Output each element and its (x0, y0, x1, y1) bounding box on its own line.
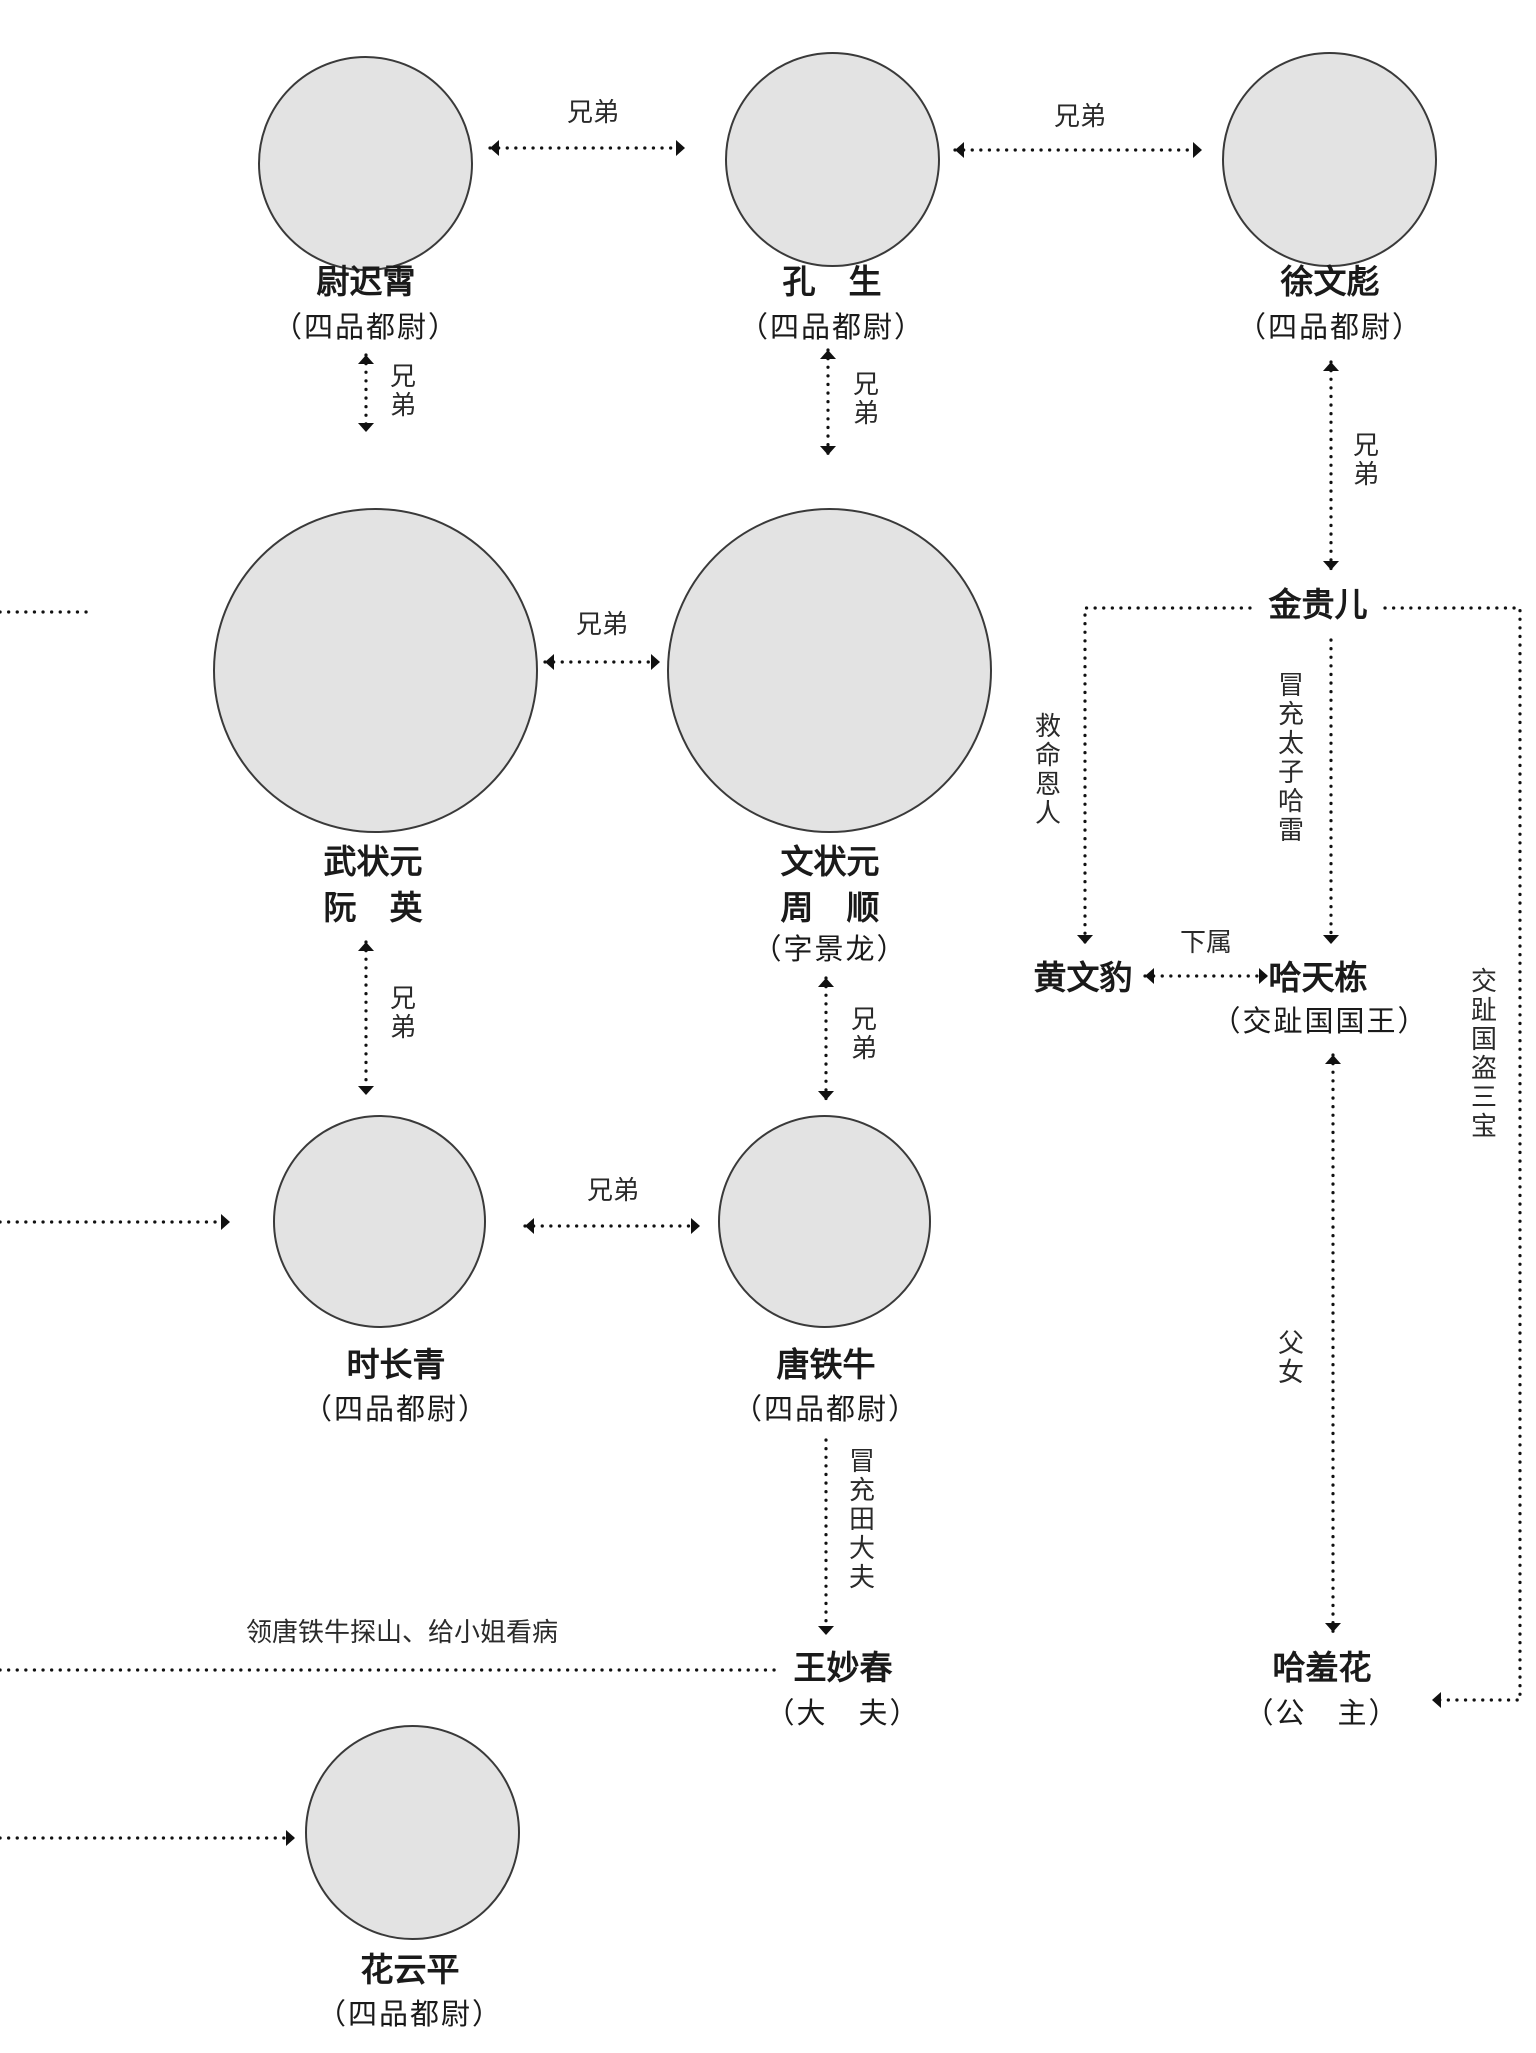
label-impersonate-prince: 冒充太子哈雷 (1277, 671, 1304, 846)
arrow-head (1432, 1692, 1441, 1708)
arrow-head (525, 1218, 534, 1234)
arrow-head (818, 1091, 834, 1100)
label-steal-treasure: 交趾国盗三宝 (1470, 967, 1497, 1142)
label-brothers-xu-jin: 兄弟 (1352, 431, 1379, 490)
person-name2-ruan-ying: 阮 英 (323, 888, 423, 927)
label-father-daughter: 父女 (1277, 1329, 1304, 1388)
person-title-shi-changqing: （四品都尉） (302, 1392, 490, 1426)
arrow-head (651, 654, 660, 670)
arrow-head (818, 978, 834, 987)
label-brothers-kong-xu: 兄弟 (1053, 102, 1107, 132)
arrow-head (691, 1218, 700, 1234)
arrow-head (1259, 968, 1268, 984)
portrait-shi-changqing (273, 1115, 486, 1328)
portrait-yuchi-xiao (258, 56, 473, 271)
arrow-head (358, 355, 374, 364)
arrow-head (1325, 1623, 1341, 1632)
label-brothers-yuchi-kong: 兄弟 (566, 98, 620, 128)
person-title-wang-miaochun: （大 夫） (765, 1696, 921, 1730)
arrow-head (820, 446, 836, 455)
arrow-head (1323, 935, 1339, 944)
person-name-tang-tieniu: 唐铁牛 (776, 1345, 876, 1384)
person-name-shi-changqing: 时长青 (346, 1345, 446, 1384)
arrow-head (820, 350, 836, 359)
arrow-head (1077, 935, 1093, 944)
person-name-yuchi-xiao: 尉迟霄 (316, 262, 416, 301)
label-brothers-yuchi-ruan: 兄弟 (389, 362, 416, 421)
label-brothers-kong-zhou: 兄弟 (852, 370, 879, 429)
person-title-hua-yunping: （四品都尉） (316, 1997, 504, 2031)
person-name-zhou-shun: 文状元 (780, 842, 880, 881)
arrow-head (545, 654, 554, 670)
person-name-jin-guier: 金贵儿 (1268, 585, 1368, 624)
label-lead-tang: 领唐铁牛探山、给小姐看病 (245, 1618, 559, 1648)
person-name-ha-tiandong: 哈天栋 (1268, 958, 1368, 997)
label-brothers-ruan-shi: 兄弟 (389, 984, 416, 1043)
portrait-tang-tieniu (718, 1115, 931, 1328)
arrow-head (358, 1086, 374, 1095)
arrow-head (1193, 142, 1202, 158)
arrow-head (1145, 968, 1154, 984)
person-title-yuchi-xiao: （四品都尉） (272, 310, 460, 344)
label-savior: 救命恩人 (1034, 712, 1061, 829)
label-brothers-shi-tang: 兄弟 (586, 1176, 640, 1206)
person-title-kong-sheng: （四品都尉） (738, 310, 926, 344)
arrow-head (358, 942, 374, 951)
person-name-wang-miaochun: 王妙春 (793, 1648, 893, 1687)
portrait-zhou-shun (667, 508, 992, 833)
portrait-xu-wenbiao (1222, 52, 1437, 267)
arrow-head (1325, 1055, 1341, 1064)
person-name-kong-sheng: 孔 生 (782, 262, 882, 301)
person-name2-zhou-shun: 周 顺 (780, 888, 880, 927)
arrow-head (1323, 561, 1339, 570)
portrait-hua-yunping (305, 1725, 520, 1940)
person-name-xu-wenbiao: 徐文彪 (1280, 262, 1380, 301)
label-impersonate-tian: 冒充田大夫 (848, 1447, 875, 1593)
label-subordinate: 下属 (1179, 928, 1233, 958)
arrow-head (490, 140, 499, 156)
person-title-zhou-shun: （字景龙） (752, 932, 908, 966)
person-name-hua-yunping: 花云平 (360, 1950, 460, 1989)
person-title-ha-xiuhua: （公 主） (1244, 1696, 1400, 1730)
link-jin-xiuhua (1383, 606, 1522, 1702)
person-name-huang-wenbao: 黄文豹 (1033, 958, 1133, 997)
portrait-kong-sheng (725, 52, 940, 267)
person-name-ha-xiuhua: 哈羞花 (1272, 1648, 1372, 1687)
portrait-ruan-ying (213, 508, 538, 833)
arrow-head (676, 140, 685, 156)
person-title-xu-wenbiao: （四品都尉） (1236, 310, 1424, 344)
arrow-head (221, 1214, 230, 1230)
arrow-head (286, 1830, 295, 1846)
arrow-head (955, 142, 964, 158)
link-jin-huang (1083, 606, 1252, 946)
label-brothers-zhou-tang: 兄弟 (850, 1005, 877, 1064)
arrow-head (818, 1626, 834, 1635)
person-title-tang-tieniu: （四品都尉） (732, 1392, 920, 1426)
arrow-head (358, 423, 374, 432)
person-title-ha-tiandong: （交趾国国王） (1211, 1004, 1429, 1038)
label-brothers-ruan-zhou: 兄弟 (575, 610, 629, 640)
person-name-ruan-ying: 武状元 (323, 842, 423, 881)
arrow-head (1323, 362, 1339, 371)
